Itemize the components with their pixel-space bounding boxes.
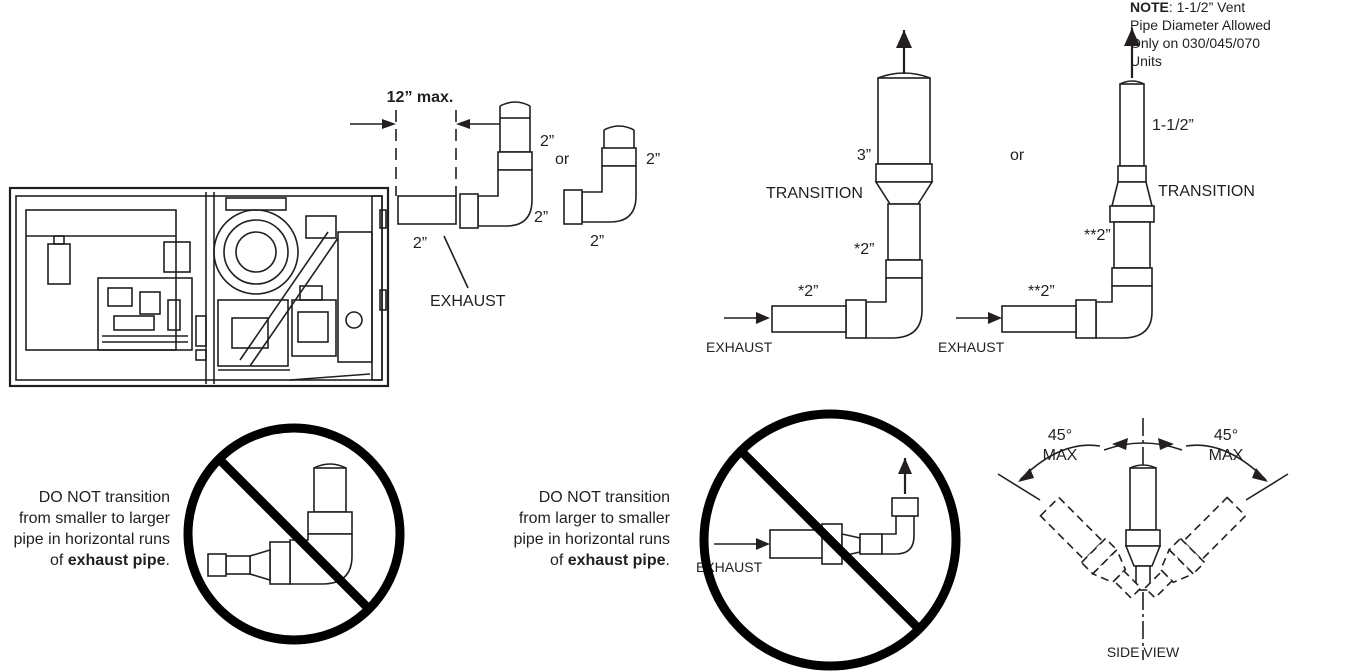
- prohibited-small-to-large: DO NOT transition from smaller to larger…: [13, 423, 405, 645]
- right-deg-label: 45°: [1214, 427, 1238, 444]
- side-view-angle: 45° MAX 45° MAX SI: [997, 418, 1289, 660]
- prohibited-icon-b: [699, 409, 961, 671]
- elbow-assembly-b: [563, 125, 637, 225]
- pipe-2-label-b: 2”: [540, 133, 554, 150]
- exhaust-label-d: EXHAUST: [696, 559, 763, 575]
- pipe-3in-label: 3”: [857, 147, 871, 164]
- bl-line-1: DO NOT transition: [39, 489, 170, 506]
- max-length-section: 12” max. 2” EXHAUST 2” 2” or: [350, 89, 660, 310]
- star2-vert-label: *2”: [854, 241, 874, 258]
- bm-line-1: DO NOT transition: [539, 489, 670, 506]
- exhaust-label-a: EXHAUST: [430, 293, 506, 310]
- note-line-4: Units: [1130, 53, 1162, 69]
- side-view-label: SIDE VIEW: [1107, 644, 1180, 660]
- or-label-b: or: [1010, 147, 1025, 164]
- furnace-unit: [8, 186, 390, 388]
- note-line-2: Pipe Diameter Allowed: [1130, 17, 1271, 33]
- bl-line-2: from smaller to larger: [19, 510, 171, 527]
- note-bold: NOTE: [1130, 0, 1169, 15]
- straight-pipe: [397, 195, 457, 225]
- note-line-3: Only on 030/045/070: [1130, 35, 1260, 51]
- exhaust-label-b: EXHAUST: [706, 339, 773, 355]
- transition-label-b: TRANSITION: [1158, 183, 1255, 200]
- star2-horiz-label: *2”: [798, 283, 818, 300]
- note-line-1: NOTE: 1-1/2” Vent: [1130, 0, 1245, 15]
- elbow-assembly-a: [459, 101, 533, 229]
- prohibited-icon-a: [183, 423, 405, 645]
- dstar2-vert-label: **2”: [1084, 227, 1111, 244]
- left-max-label: MAX: [1043, 447, 1078, 464]
- bl-line-4-bold: exhaust pipe: [68, 552, 166, 569]
- bl-line-4-pre: of: [50, 552, 68, 569]
- transition-assembly-1-5in: NOTE: 1-1/2” Vent Pipe Diameter Allowed …: [938, 0, 1271, 355]
- transition-label-a: TRANSITION: [766, 185, 863, 202]
- exhaust-label-c: EXHAUST: [938, 339, 1005, 355]
- bm-line-3: pipe in horizontal runs: [513, 531, 670, 548]
- bl-line-4-post: .: [166, 552, 170, 569]
- note-text-1: : 1-1/2” Vent: [1169, 0, 1245, 15]
- bm-line-4-pre: of: [550, 552, 568, 569]
- bl-line-3: pipe in horizontal runs: [13, 531, 170, 548]
- prohibited-large-to-small: DO NOT transition from larger to smaller…: [513, 409, 961, 671]
- pipe-2-label-d: 2”: [646, 151, 660, 168]
- bm-line-4-bold: exhaust pipe: [568, 552, 666, 569]
- bm-line-4-post: .: [666, 552, 670, 569]
- pipe-2-label-c: 2”: [534, 209, 548, 226]
- transition-assembly-3in: 3” TRANSITION *2” *2” EXHAUST: [706, 30, 934, 355]
- or-label-a: or: [555, 151, 570, 168]
- pipe-2-label-a: 2”: [413, 235, 427, 252]
- bl-line-4: of exhaust pipe.: [50, 552, 170, 569]
- dstar2-horiz-label: **2”: [1028, 283, 1055, 300]
- bm-line-4: of exhaust pipe.: [550, 552, 670, 569]
- left-deg-label: 45°: [1048, 427, 1072, 444]
- max-label: 12” max.: [387, 89, 454, 106]
- pipe-1-5in-label: 1-1/2”: [1152, 117, 1194, 134]
- bm-line-2: from larger to smaller: [519, 510, 671, 527]
- right-max-label: MAX: [1209, 447, 1244, 464]
- pipe-2-label-e: 2”: [590, 233, 604, 250]
